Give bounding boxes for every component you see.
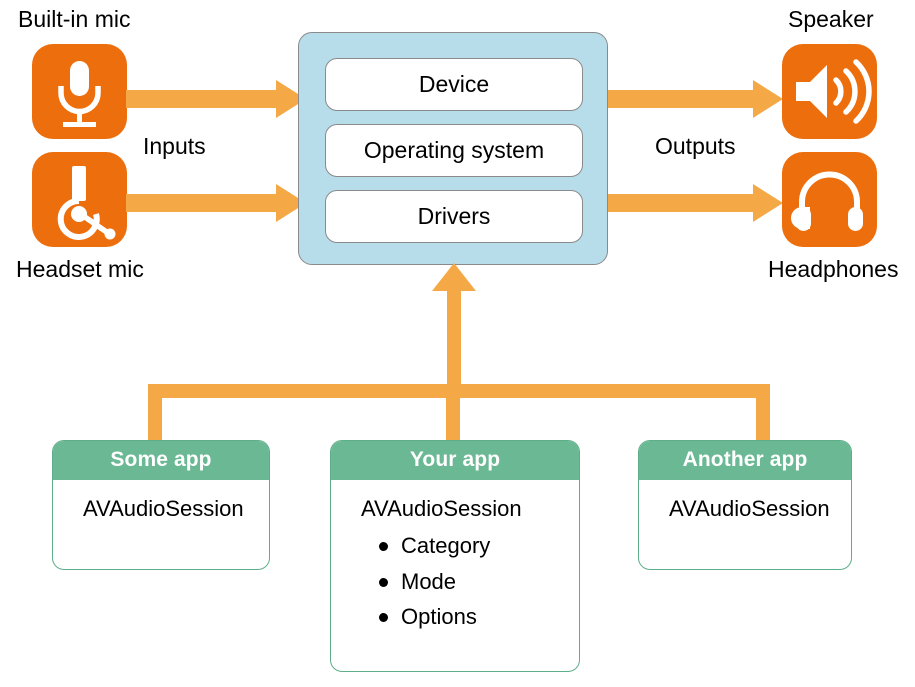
- app-card-another-app-title: Another app: [639, 441, 851, 480]
- stack-layer-device-label: Device: [418, 71, 490, 97]
- stack-layer-drivers: Drivers: [325, 190, 583, 243]
- app-card-some-app-body: AVAudioSession: [53, 480, 269, 534]
- app-card-your-app-body: AVAudioSession Category Mode Options: [331, 480, 579, 647]
- input-flow-arrow-bottom: [126, 184, 306, 222]
- app-card-some-app-title: Some app: [53, 441, 269, 480]
- headphones-icon: [782, 152, 877, 247]
- app-card-another-app-body: AVAudioSession: [639, 480, 851, 534]
- speaker-label: Speaker: [788, 6, 874, 32]
- input-flow-arrow-top: [126, 80, 306, 118]
- stack-layer-drivers-label: Drivers: [417, 203, 491, 229]
- output-flow-arrow-bottom: [608, 184, 783, 222]
- built-in-mic-label: Built-in mic: [18, 6, 131, 32]
- apps-connector-bus: [148, 384, 770, 446]
- app-card-some-app-api: AVAudioSession: [83, 496, 244, 521]
- microphone-icon: [32, 44, 127, 139]
- app-card-some-app[interactable]: Some app AVAudioSession: [52, 440, 270, 570]
- system-stack-container: Device Operating system Drivers: [298, 32, 608, 265]
- app-card-your-app-title: Your app: [331, 441, 579, 480]
- apps-to-stack-arrow: [430, 263, 478, 393]
- app-card-another-app-api: AVAudioSession: [669, 496, 830, 521]
- app-card-your-app-api: AVAudioSession: [361, 496, 522, 521]
- speaker-waves-icon: [782, 44, 877, 139]
- headset-mic-label: Headset mic: [16, 256, 144, 282]
- app-property-mode: Mode: [379, 564, 579, 600]
- app-card-another-app[interactable]: Another app AVAudioSession: [638, 440, 852, 570]
- output-flow-arrow-top: [608, 80, 783, 118]
- app-property-options: Options: [379, 599, 579, 635]
- app-card-your-app-properties: Category Mode Options: [331, 528, 579, 635]
- app-card-your-app[interactable]: Your app AVAudioSession Category Mode Op…: [330, 440, 580, 672]
- inputs-flow-label: Inputs: [143, 133, 206, 159]
- app-property-category: Category: [379, 528, 579, 564]
- headphones-label: Headphones: [768, 256, 899, 282]
- stack-layer-device: Device: [325, 58, 583, 111]
- stack-layer-operating-system: Operating system: [325, 124, 583, 177]
- headset-mic-icon: [32, 152, 127, 247]
- outputs-flow-label: Outputs: [655, 133, 736, 159]
- stack-layer-operating-system-label: Operating system: [363, 137, 545, 163]
